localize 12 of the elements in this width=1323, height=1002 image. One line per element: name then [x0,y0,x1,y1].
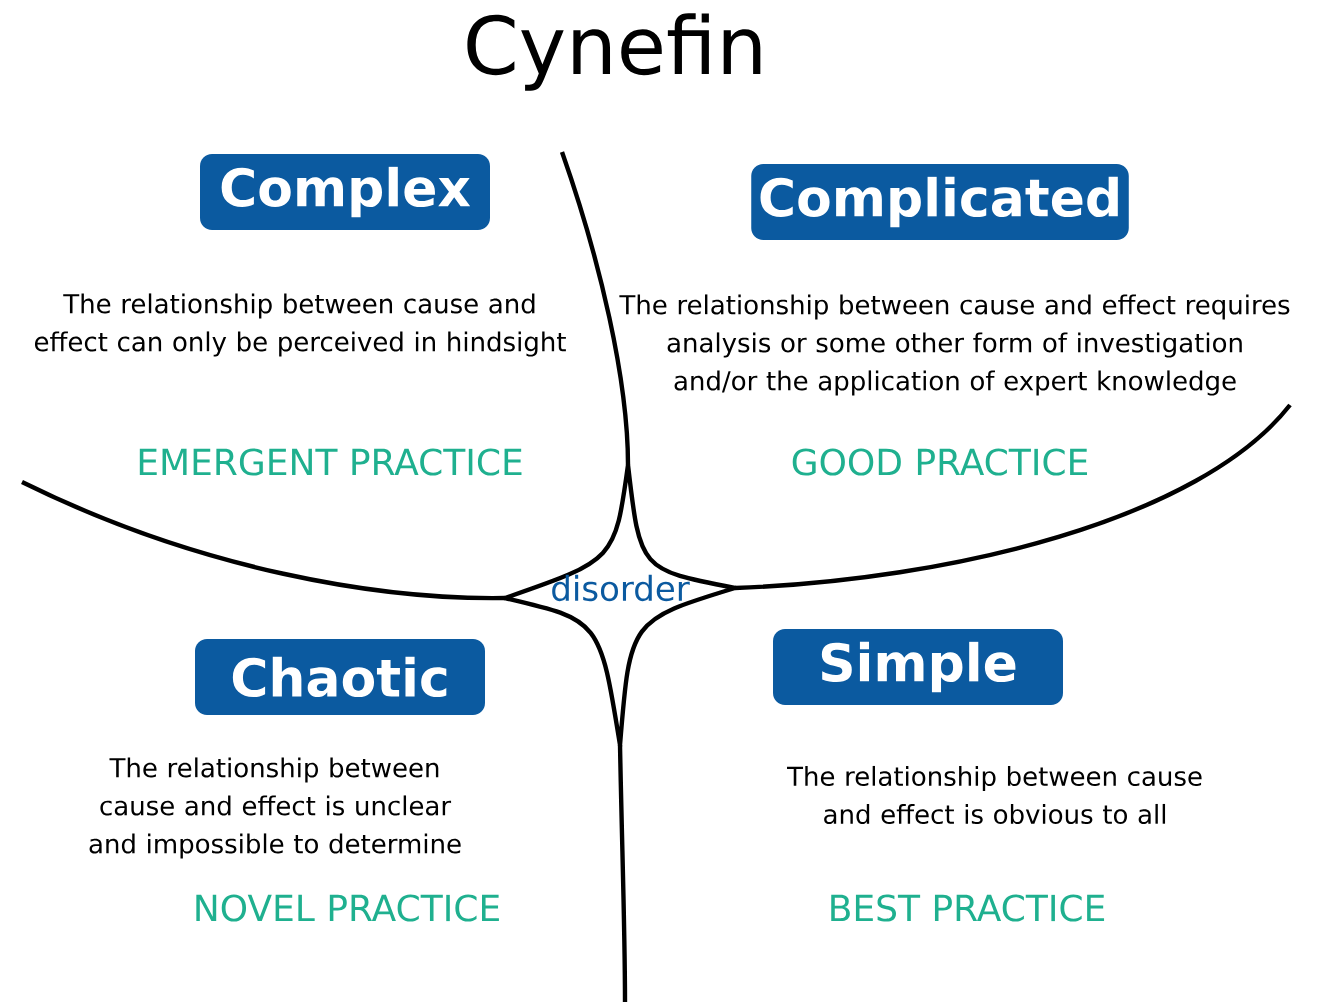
description-text: The relationship between cause and effect is obvious to all [787,765,1202,825]
category-box: Simple [773,629,1063,705]
description-text: The relationship between cause and effect is unclear and impossible to determine [89,757,461,859]
category-box: Chaotic [195,639,485,715]
title: Cynefin [467,13,761,91]
practice-label: GOOD PRACTICE [792,448,1087,476]
practice-label: NOVEL PRACTICE [196,894,499,922]
description-text: The relationship between cause and effect requires analysis or some other form of investigation and/or the application of expert knowledge [619,294,1290,396]
description-text: The relationship between cause and effect can only be perceived in hindsight [34,293,566,357]
category-box: Complicated [751,164,1129,240]
category-box: Complex [200,154,490,230]
practice-label: BEST PRACTICE [831,894,1105,922]
